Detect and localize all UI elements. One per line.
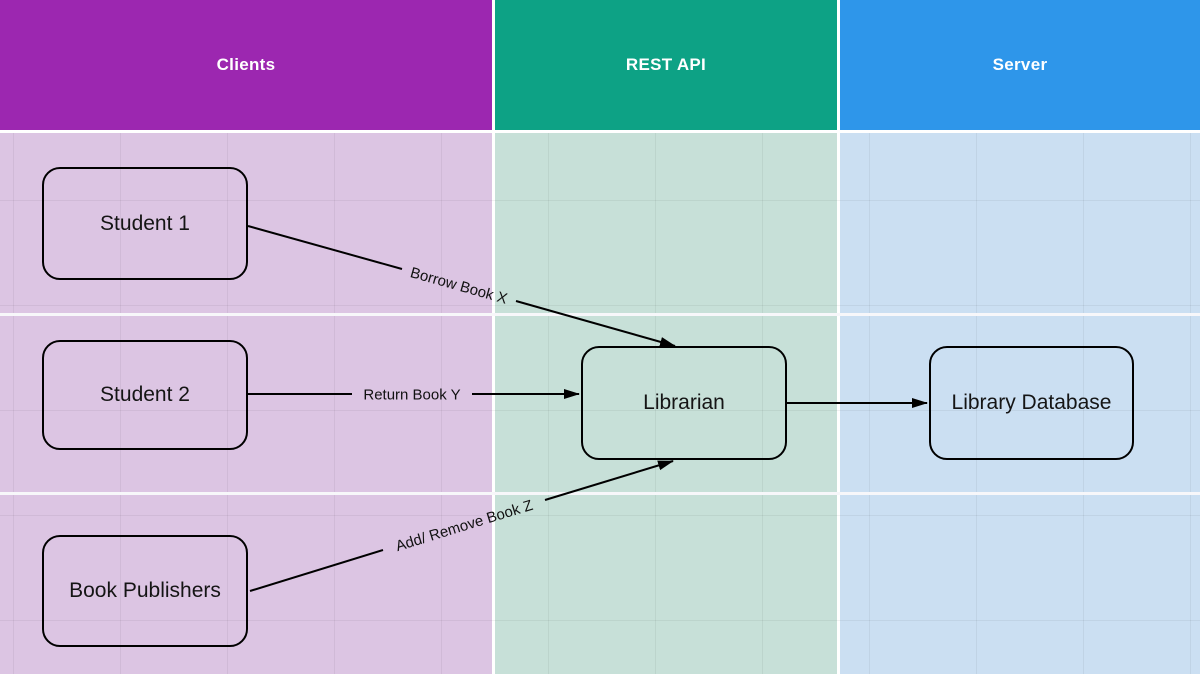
node-student-1: Student 1: [42, 167, 248, 280]
node-library-database: Library Database: [929, 346, 1134, 460]
node-book-publishers: Book Publishers: [42, 535, 248, 647]
lane-title: REST API: [625, 55, 707, 74]
lane-body-rest-api: [495, 133, 837, 674]
lane-header-server: Server: [840, 0, 1200, 130]
row-divider: [0, 492, 1200, 495]
node-label: Book Publishers: [69, 579, 221, 602]
node-student-2: Student 2: [42, 340, 248, 450]
lane-title: Server: [992, 55, 1048, 74]
node-label: Student 2: [100, 383, 190, 406]
node-label: Library Database: [951, 391, 1112, 414]
lane-header-rest-api: REST API: [495, 0, 837, 130]
lane-header-clients: Clients: [0, 0, 492, 130]
node-librarian: Librarian: [581, 346, 787, 460]
row-divider: [0, 313, 1200, 316]
lane-title: Clients: [216, 55, 276, 74]
node-label: Student 1: [100, 211, 190, 235]
node-label: Librarian: [643, 391, 725, 414]
